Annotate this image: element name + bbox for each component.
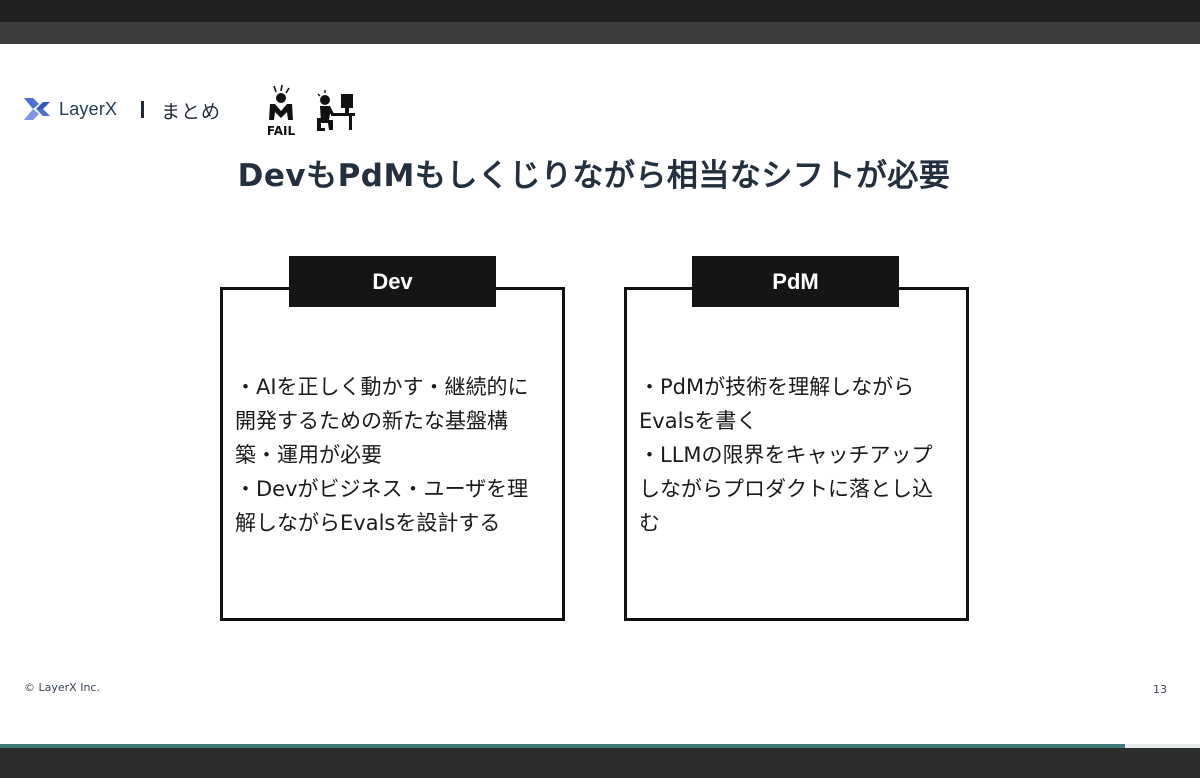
header-divider bbox=[141, 101, 144, 118]
brand-logo: LayerX bbox=[22, 97, 117, 121]
section-title: まとめ bbox=[161, 101, 222, 123]
fail-icon-label: FAIL bbox=[267, 124, 296, 138]
dev-card-label: Dev bbox=[289, 256, 496, 307]
brand-name: LayerX bbox=[59, 98, 118, 119]
slide-progress-remainder bbox=[1125, 744, 1200, 748]
slide-page-number: 13 bbox=[1153, 683, 1167, 696]
viewer-toolbar-strip bbox=[0, 22, 1200, 44]
pdm-card: ・PdMが技術を理解しながら Evalsを書く ・LLMの限界をキャッチアップ … bbox=[624, 287, 969, 621]
dev-card-body: ・AIを正しく動かす・継続的に 開発するための新たな基盤構 築・運用が必要 ・D… bbox=[235, 375, 529, 535]
pdm-card-body: ・PdMが技術を理解しながら Evalsを書く ・LLMの限界をキャッチアップ … bbox=[639, 375, 933, 535]
fail-person-icon: FAIL bbox=[267, 84, 296, 138]
layerx-logo-icon bbox=[24, 98, 50, 120]
dev-card: ・AIを正しく動かす・継続的に 開発するための新たな基盤構 築・運用が必要 ・D… bbox=[220, 287, 565, 621]
viewer-top-bar bbox=[0, 0, 1200, 22]
pdm-card-label: PdM bbox=[692, 256, 899, 307]
page-title: DevもPdMもしくじりながら相当なシフトが必要 bbox=[237, 158, 951, 194]
slide-progress-bar bbox=[0, 744, 1125, 748]
viewer-bottom-bar bbox=[0, 748, 1200, 778]
copyright-text: © LayerX Inc. bbox=[24, 681, 100, 694]
slide bbox=[0, 44, 1200, 744]
person-at-desk-icon bbox=[317, 90, 355, 131]
